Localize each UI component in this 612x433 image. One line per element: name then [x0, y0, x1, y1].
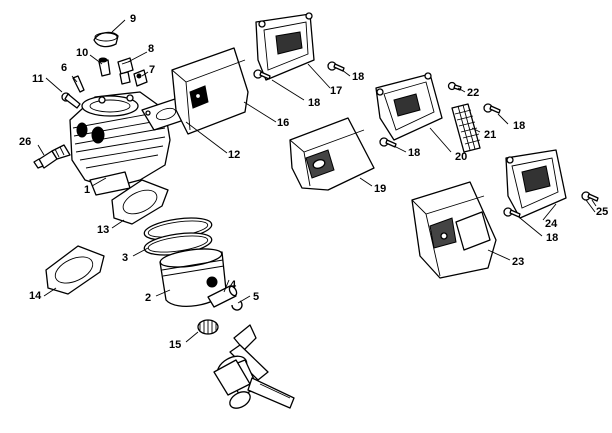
fitting-7	[133, 69, 148, 87]
callout-23: 23	[512, 256, 524, 268]
callout-9: 9	[130, 13, 136, 25]
callout-1: 1	[84, 184, 90, 196]
decompression-valve	[72, 75, 85, 93]
callout-17: 17	[330, 85, 342, 97]
plug-9	[93, 31, 119, 48]
muffler-23	[411, 181, 497, 279]
leader-lines	[37, 19, 597, 343]
fitting-8	[117, 57, 134, 85]
callout-18c: 18	[408, 147, 420, 159]
callout-labels: 1 2 3 4 5 6 7 8 9 10 11 12 13 14 15 16 1…	[19, 13, 608, 351]
screws	[253, 61, 599, 218]
callout-13: 13	[97, 224, 109, 236]
callout-6: 6	[61, 62, 67, 74]
gasket-13	[111, 179, 169, 225]
piston	[159, 248, 227, 307]
callout-8: 8	[148, 43, 154, 55]
callout-3: 3	[122, 252, 128, 264]
muffler-cover-16	[171, 47, 249, 135]
callout-25: 25	[596, 206, 608, 218]
piston-pin	[207, 285, 238, 308]
callout-18e: 18	[546, 232, 558, 244]
callout-12: 12	[228, 149, 240, 161]
callout-4: 4	[230, 279, 237, 291]
callout-2: 2	[145, 292, 151, 304]
piston-rings	[143, 217, 213, 256]
callout-5: 5	[253, 291, 259, 303]
callout-18b: 18	[308, 97, 320, 109]
callout-21: 21	[484, 129, 496, 141]
callout-16: 16	[277, 117, 289, 129]
callout-19: 19	[374, 183, 386, 195]
needle-cage	[197, 319, 219, 335]
muffler-housing-17	[255, 12, 315, 81]
callout-18d: 18	[513, 120, 525, 132]
callout-24: 24	[545, 218, 558, 230]
muffler-19	[289, 117, 375, 191]
callout-14: 14	[29, 290, 42, 302]
gasket-14	[45, 245, 105, 295]
callout-11: 11	[32, 73, 44, 85]
spark-arrestor-screen	[451, 103, 481, 153]
callout-22: 22	[467, 87, 479, 99]
callout-10: 10	[76, 47, 88, 59]
callout-18a: 18	[352, 71, 364, 83]
muffler-housing-20	[375, 72, 443, 141]
muffler-housing-24	[505, 149, 567, 219]
spark-plug	[33, 144, 71, 169]
circlip	[231, 300, 243, 311]
sleeve-10	[98, 57, 111, 77]
callout-15: 15	[169, 339, 181, 351]
bolt-11	[61, 92, 81, 109]
crankshaft	[213, 324, 295, 409]
callout-7: 7	[149, 64, 155, 76]
callout-20: 20	[455, 151, 467, 163]
callout-26: 26	[19, 136, 31, 148]
